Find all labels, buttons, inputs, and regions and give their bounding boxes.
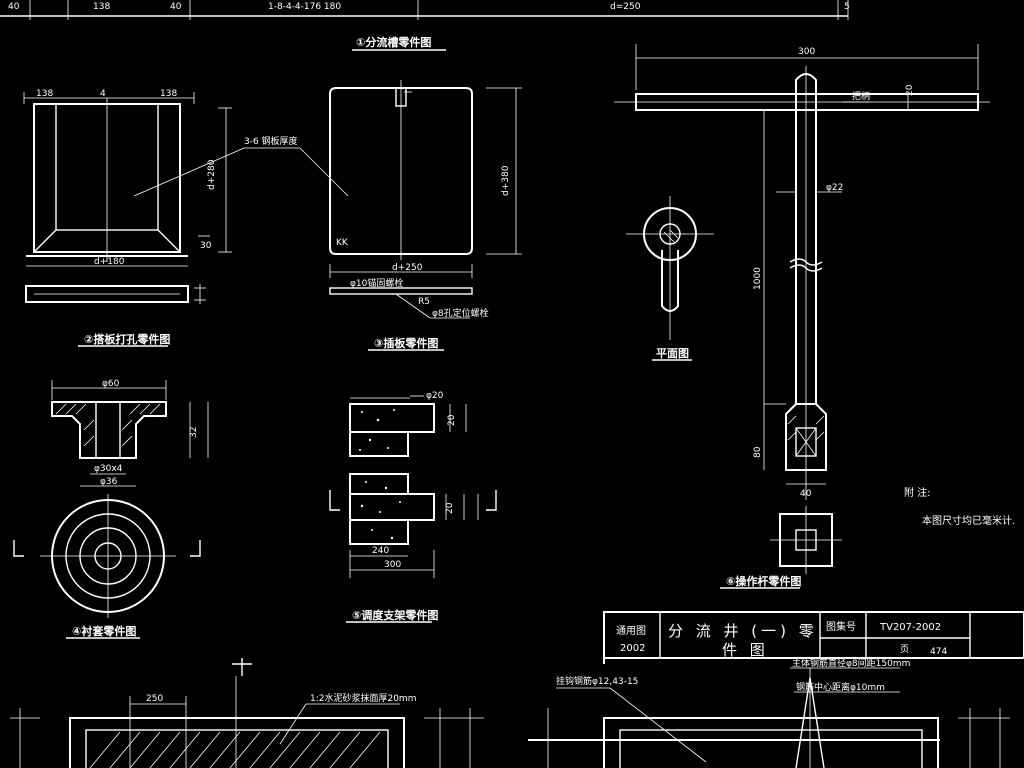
bottom-note-1: 1:2水泥砂浆抹面厚20mm: [310, 692, 416, 704]
title-block-page-label: 页: [900, 644, 909, 655]
fig4-h: 32: [189, 427, 199, 438]
fig2-w1: 138: [36, 89, 53, 99]
top-dim-5: d=250: [610, 2, 641, 12]
title-block-sub-title: 件 图: [722, 641, 769, 659]
fig3-dim-h: d+380: [501, 165, 511, 196]
bottom-note-3: 主体钢筋直径φ8间距150mm: [792, 657, 910, 669]
title-block-drawing-no: TV207-2002: [879, 622, 941, 633]
title-block: 通用图 2002 分 流 井 (一) 零 件 图 图集号 TV207-2002 …: [603, 611, 1024, 664]
fig5-h1: 20: [447, 414, 457, 426]
fig2-w2: 4: [100, 89, 106, 99]
fig6-bot2: 40: [800, 489, 812, 499]
fig3-dim-w: d+250: [392, 263, 423, 273]
fig6-dim1: φ22: [826, 183, 843, 193]
title-fig3: ③插板零件图: [374, 336, 438, 350]
fig6-bot1: 80: [753, 446, 763, 458]
fig3-k: KK: [336, 238, 349, 248]
title-block-drawing-no-label: 图集号: [826, 620, 856, 633]
notes-label: 附 注:: [904, 486, 931, 499]
title-block-page: 474: [930, 647, 947, 657]
bottom-note-2: 挂钩钢筋φ12,43-15: [556, 675, 638, 687]
fig6-arrow: 把柄: [852, 90, 870, 102]
fig4-mid1: φ30x4: [94, 464, 123, 474]
fig5-w1: 240: [372, 546, 389, 556]
fig5-w2: 300: [384, 560, 401, 570]
fig4-bushing: φ60 32 φ30x4 φ36: [13, 379, 209, 618]
fig2-b: 30: [200, 241, 212, 251]
fig3-r: R5: [418, 297, 430, 307]
fig3-gate-plate: KK d+380 d+250 φ10锚固螺栓 φ8孔定位螺栓 R5: [329, 80, 522, 319]
fig2-height: d+280: [207, 159, 217, 190]
fig5-d1: φ20: [426, 391, 444, 401]
title-fig1: ①分流槽零件图: [356, 35, 431, 49]
fig3-sub: φ8孔定位螺栓: [432, 307, 489, 319]
title-fig6: ⑥操作杆零件图: [726, 574, 801, 588]
title-block-year: 2002: [620, 643, 645, 654]
top-dim-4: 1-8-4-4-176 180: [268, 2, 341, 12]
fig6-length: 1000: [753, 267, 763, 290]
title-fig4: ④衬套零件图: [72, 624, 136, 638]
fig6-width: 300: [798, 47, 815, 57]
bottom-dim-1: 250: [146, 694, 163, 704]
title-fig5: ⑤调度支架零件图: [352, 608, 438, 622]
fig5-h2: 20: [445, 502, 455, 514]
notes-text: 本图尺寸均已毫米计.: [922, 514, 1015, 527]
title-block-label: 通用图: [616, 625, 646, 637]
fig5-bracket: φ20 20 20 240 300: [329, 391, 497, 578]
fig3-note: 3-6 钢板厚度: [244, 135, 298, 147]
top-dim-1: 40: [8, 2, 20, 12]
bottom-note-4: 钢筋中心距离φ10mm: [796, 681, 885, 693]
fig2-frame-plate: 138 4 138 d+180 d+280 30: [23, 89, 232, 304]
title-block-main-title: 分 流 井 (一) 零: [668, 622, 818, 640]
fig4-top: φ60: [102, 379, 120, 389]
fig6-operating-rod: 300 把柄 20 1000 φ22 80 40: [614, 44, 990, 574]
fig2-bottom-dim: d+180: [94, 257, 125, 267]
bottom-left-section: 250 1:2水泥砂浆抹面厚20mm: [10, 658, 484, 768]
fig3-bolt: φ10锚固螺栓: [350, 277, 403, 289]
top-dim-6: 5: [844, 2, 850, 12]
fig2-w3: 138: [160, 89, 177, 99]
title-fig2: ②搭板打孔零件图: [84, 332, 170, 346]
fig6-handle-h: 20: [905, 84, 915, 96]
bottom-right-section: 挂钩钢筋φ12,43-15 主体钢筋直径φ8间距150mm 钢筋中心距离φ10m…: [528, 657, 1010, 768]
top-dim-3: 40: [170, 2, 182, 12]
fig4-mid2: φ36: [100, 477, 118, 487]
top-dim-2: 138: [93, 2, 110, 12]
top-dimension-strip: 40 138 40 1-8-4-4-176 180 d=250 5: [0, 0, 850, 20]
title-plan-view: 平面图: [656, 347, 689, 360]
